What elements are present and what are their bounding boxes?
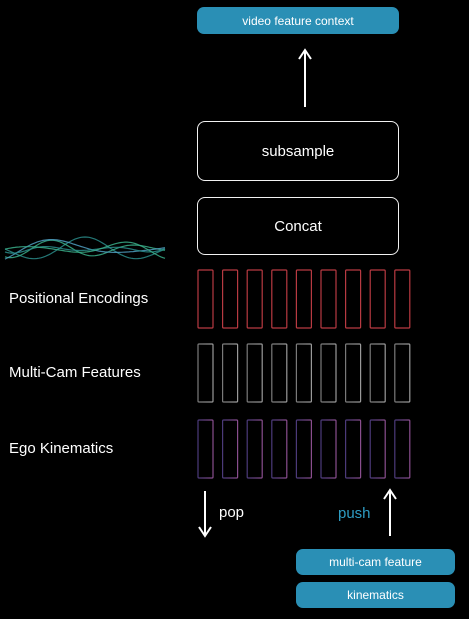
token xyxy=(320,269,337,329)
wave-line xyxy=(4,239,166,259)
push-label: push xyxy=(338,505,371,522)
token xyxy=(320,343,337,403)
token xyxy=(394,419,411,479)
positional-encodings-label: Positional Encodings xyxy=(9,290,149,307)
positional-encoding-tokens xyxy=(197,269,411,329)
wave-line xyxy=(4,246,166,254)
multi-cam-feature-input: multi-cam feature xyxy=(296,549,455,575)
token xyxy=(271,343,288,403)
token xyxy=(246,343,263,403)
pop-label: pop xyxy=(219,504,245,521)
token xyxy=(271,269,288,329)
kinematics-input-label: kinematics xyxy=(347,588,404,602)
token xyxy=(197,419,214,479)
token xyxy=(345,269,362,329)
token xyxy=(271,419,288,479)
token xyxy=(369,419,386,479)
pop-arrow xyxy=(198,491,212,538)
positional-wave-icon xyxy=(4,236,166,260)
token xyxy=(369,269,386,329)
token xyxy=(394,269,411,329)
token xyxy=(246,419,263,479)
ego-kinematics-tokens xyxy=(197,419,411,479)
video-feature-context-output: video feature context xyxy=(197,7,399,34)
token xyxy=(295,419,312,479)
wave-line xyxy=(4,236,166,260)
output-arrow xyxy=(298,48,312,107)
token xyxy=(369,343,386,403)
token xyxy=(394,343,411,403)
token xyxy=(295,343,312,403)
output-label: video feature context xyxy=(242,13,354,28)
subsample-block: subsample xyxy=(197,121,399,181)
multi-cam-feature-input-label: multi-cam feature xyxy=(329,555,422,569)
token xyxy=(295,269,312,329)
token xyxy=(345,419,362,479)
multi-cam-features-label: Multi-Cam Features xyxy=(9,364,141,381)
token xyxy=(222,419,239,479)
concat-block: Concat xyxy=(197,197,399,255)
token xyxy=(222,343,239,403)
kinematics-input: kinematics xyxy=(296,582,455,608)
token xyxy=(197,269,214,329)
token xyxy=(345,343,362,403)
token xyxy=(197,343,214,403)
multi-cam-feature-tokens xyxy=(197,343,411,403)
concat-label: Concat xyxy=(274,217,322,235)
wave-line xyxy=(4,241,166,259)
token xyxy=(320,419,337,479)
subsample-label: subsample xyxy=(261,142,335,160)
ego-kinematics-label: Ego Kinematics xyxy=(9,440,114,457)
token xyxy=(222,269,239,329)
token xyxy=(246,269,263,329)
push-arrow xyxy=(383,488,397,536)
